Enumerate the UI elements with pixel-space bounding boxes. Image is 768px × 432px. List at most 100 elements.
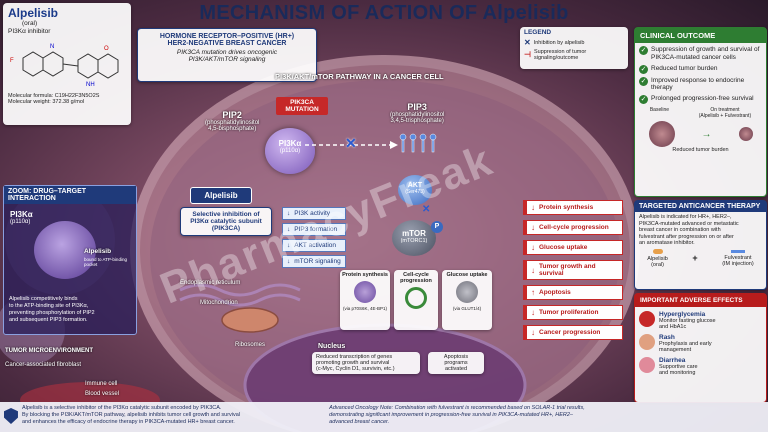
- zoom-title: ZOOM: DRUG–TARGET INTERACTION: [4, 186, 136, 204]
- clinical-item: ✓Improved response to endocrine therapy: [639, 76, 745, 92]
- suppression-icon: ⊣: [524, 50, 531, 60]
- selective-line3: (PIK3CA): [211, 225, 241, 232]
- formula-value: C19H22F3N5O2S: [54, 92, 100, 99]
- legend-box: LEGEND ✕ Inhibition by alpelisib ⊣ Suppr…: [520, 27, 628, 69]
- apoptosis-line1: Apoptosis: [443, 354, 469, 360]
- outcome-label: Cell-cycle progression: [539, 224, 609, 231]
- nucleus-transcription-box: Reduced transcription of genes promoting…: [312, 352, 420, 374]
- shield-icon: [4, 408, 18, 424]
- nucleus-line3: (c-Myc, Cyclin D1, survivin, etc.): [316, 366, 395, 372]
- drug-info-panel: Alpelisib (oral) PI3Kα inhibitor F N O N…: [3, 3, 131, 125]
- alpelisib-tag: Alpelisib: [190, 187, 252, 204]
- reduced-tumor-icon: [738, 127, 753, 142]
- footer-right: Advanced Oncology Note: Combination with…: [329, 405, 585, 425]
- mutation-tag: PIK3CA MUTATION: [276, 97, 328, 115]
- outcome-label: Protein synthesis: [539, 204, 594, 211]
- apoptosis-line2: programs: [444, 360, 468, 366]
- downstream-sub: (via p70S6K, 4E-BP1): [342, 306, 388, 311]
- mito-label: Mitochondrion: [200, 300, 238, 306]
- cell-cytoplasm: [150, 80, 620, 430]
- clinical-item: ✓Reduced tumor burden: [639, 64, 718, 74]
- down-arrow-icon: ↓: [531, 223, 535, 232]
- pip-conversion-arrow: [305, 141, 398, 149]
- drug-name: Alpelisib: [8, 6, 59, 20]
- mutation-line2: MUTATION: [285, 106, 319, 113]
- selective-line2: PI3Kα catalytic subunit: [190, 218, 262, 225]
- selective-line1: Selective inhibition of: [192, 211, 260, 218]
- footer-left: Alpelisib is a selective inhibitor of th…: [21, 405, 241, 425]
- nucleus-line1: Reduced transcription of genes: [316, 354, 393, 360]
- pip3-label-group: PIP3 (phosphatidylinositol 3,4,5-trispho…: [390, 102, 444, 124]
- outcome-label: Cancer progression: [539, 329, 601, 336]
- down-arrow-icon: ↓: [531, 308, 535, 317]
- rash-icon: [639, 334, 655, 350]
- header-line3: PIK3CA mutation drives oncogenic: [176, 49, 278, 56]
- formula-label: Molecular formula:: [8, 92, 54, 99]
- pi3k-sub: (p110α): [279, 148, 301, 154]
- targeted-title: TARGETED ANTICANCER THERAPY: [635, 201, 766, 212]
- outcome-item: ↓Tumor growth and survival: [523, 260, 623, 280]
- clinical-title: CLINICAL OUTCOME: [635, 28, 766, 43]
- er-label: Endoplasmic reticulum: [180, 280, 241, 286]
- er-shape-2: [179, 293, 301, 307]
- x-icon: ✕: [524, 38, 531, 47]
- outcome-label: Apoptosis: [539, 289, 571, 296]
- immune-label: Immune cell: [85, 381, 118, 387]
- cell-cycle-icon: [405, 287, 427, 309]
- inhibition-x-icon: ✕: [345, 135, 357, 151]
- pip2-sub2: 4,5-bisphosphate): [208, 126, 257, 132]
- tme-label: TUMOR MICROENVIRONMENT: [5, 348, 93, 354]
- down-arrow-icon: ↓: [531, 243, 535, 252]
- zoom-desc3: preventing phosphorylation of PIP2: [9, 309, 95, 316]
- akt-inhibition-x-icon: ✕: [422, 204, 431, 215]
- reduced-burden-label: Reduced tumor burden: [672, 147, 729, 154]
- effect-item: ↓mTOR signaling: [282, 255, 346, 268]
- zoom-protein-icon: [34, 221, 96, 279]
- svg-text:O: O: [104, 46, 109, 52]
- footer: Alpelisib is a selective inhibitor of th…: [0, 402, 768, 432]
- pip3-molecules-icon: [399, 133, 437, 153]
- mitochondrion-shape: [221, 307, 279, 333]
- akt-node: AKT (Ser473): [398, 175, 432, 205]
- downstream-title: Glucose uptake: [446, 272, 488, 278]
- zoom-description: Alpelisib competitively binds to the ATP…: [9, 296, 134, 324]
- nucleus-label: Nucleus: [318, 343, 346, 350]
- formula-row: Molecular formula: C19H22F3N5O2S: [8, 93, 126, 100]
- pip2-label: PIP2: [222, 110, 242, 120]
- down-arrow-icon: ↓: [531, 328, 535, 337]
- zoom-alpelisib: Alpelisib: [84, 248, 112, 255]
- page-title: MECHANISM OF ACTION OF Alpelisib: [199, 2, 569, 24]
- clinical-item: ✓Suppression of growth and survival of P…: [639, 46, 760, 61]
- mtor-sub: (mTORC1): [400, 238, 428, 244]
- outcome-item: ↓ Cancer progression: [523, 325, 623, 340]
- effect-item: ↓PI3K activity: [282, 207, 346, 220]
- weight-row: Molecular weight: 372.38 g/mol: [8, 99, 126, 106]
- indication-header-box: HORMONE RECEPTOR–POSITIVE (HR+) HER2-NEG…: [137, 28, 317, 82]
- combination-row: Alpelisib (oral) + Fulvestrant (IM injec…: [635, 248, 766, 268]
- syringe-icon: [730, 250, 745, 254]
- stomach-icon: [639, 357, 655, 373]
- pip3-label: PIP3: [407, 102, 427, 112]
- effect-label: PIP3 formation: [294, 226, 338, 233]
- down-arrow-icon: ↓: [531, 203, 535, 212]
- drug1-group: Alpelisib (oral): [647, 248, 668, 268]
- weight-label: Molecular weight:: [8, 99, 51, 106]
- effect-label: AKT activation: [294, 242, 337, 249]
- outcome-item: ↑Apoptosis: [523, 285, 623, 300]
- outcome-item: ↓ Glucose uptake: [523, 240, 623, 255]
- clinical-outcome-panel: CLINICAL OUTCOME ✓Suppression of growth …: [634, 27, 767, 197]
- weight-value: 372.38 g/mol: [52, 99, 85, 106]
- adverse-item: Hyperglycemia Monitor fasting glucose an…: [639, 311, 762, 330]
- plus-sign: +: [692, 253, 698, 264]
- baseline-tumor-icon: [648, 121, 675, 148]
- targeted-therapy-panel: TARGETED ANTICANCER THERAPY Alpelisib is…: [634, 200, 767, 290]
- down-arrow-icon: ↓: [287, 210, 291, 217]
- outcome-label: Glucose uptake: [539, 244, 588, 251]
- drug2-group: Fulvestrant (IM injection): [722, 249, 754, 267]
- phosphate-icon: P: [431, 221, 443, 233]
- zoom-bound: bound to ATP-binding pocket: [84, 257, 127, 267]
- svg-text:F: F: [10, 58, 14, 64]
- down-arrow-icon: ↓: [531, 265, 535, 275]
- ribo-label: Ribosomes: [235, 342, 266, 348]
- mtor-node: mTOR (mTORC1): [392, 220, 436, 256]
